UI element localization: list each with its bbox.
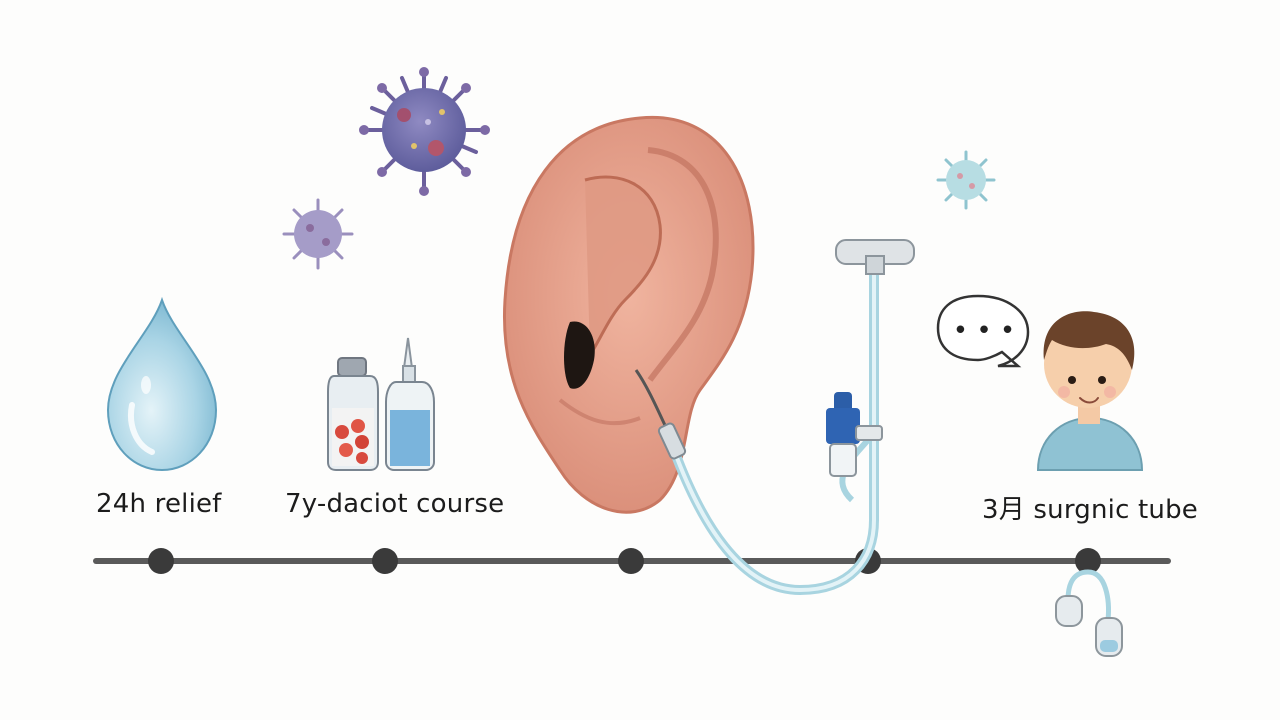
label-24h-relief: 24h relief [96, 489, 222, 519]
timeline-node-3 [618, 548, 644, 574]
label-treatment-course: 7y-daciot course [285, 489, 505, 519]
water-drop-icon [106, 296, 218, 472]
virus-icon [359, 67, 490, 196]
timeline-node-5 [1075, 548, 1101, 574]
child-icon [1036, 311, 1144, 471]
speech-bubble-icon: • • • [936, 294, 1030, 368]
speech-bubble-dots: • • • [953, 316, 1016, 346]
timeline [93, 548, 1171, 574]
timeline-node-2 [372, 548, 398, 574]
light-virus-icon [936, 150, 996, 210]
medicine-bottles-icon [327, 337, 435, 471]
ear-tube-icon [1055, 569, 1123, 657]
ear-drop-applicator-icon [634, 239, 915, 596]
ear-illustration [502, 115, 755, 514]
timeline-node-1 [148, 548, 174, 574]
label-surgical-tube: 3月 surgnic tube [982, 495, 1199, 525]
small-virus-icon [282, 198, 354, 270]
